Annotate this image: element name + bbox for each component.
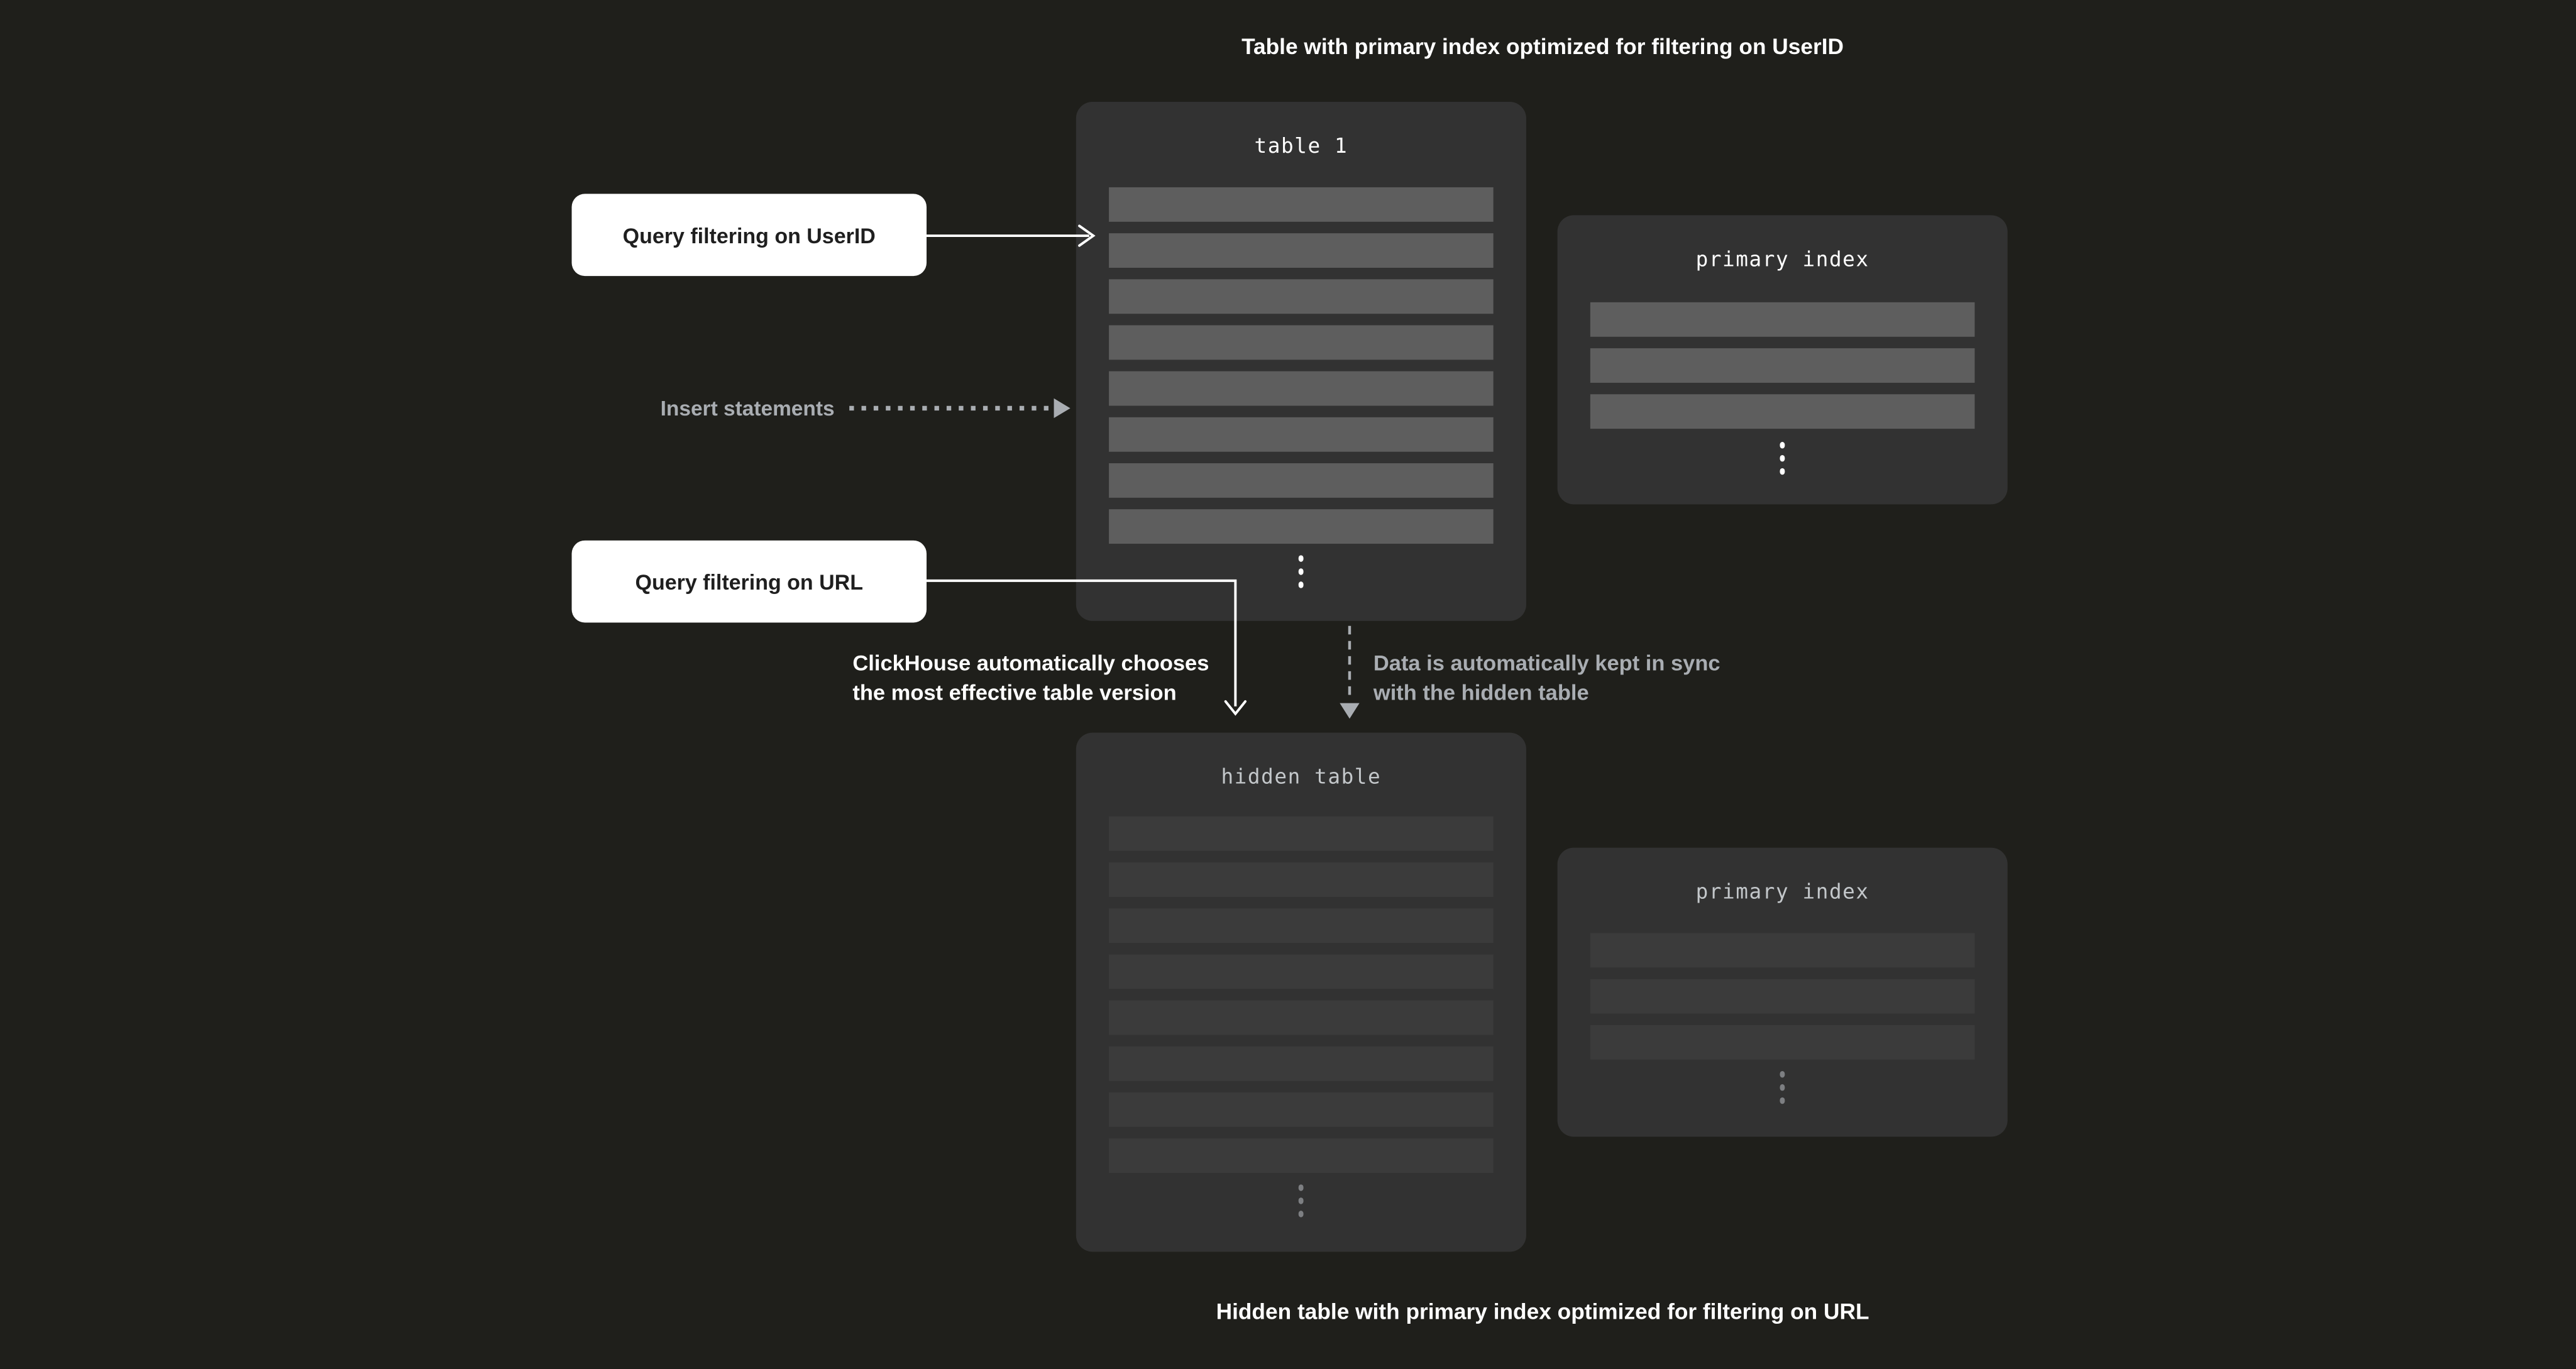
table-row [1109, 1046, 1494, 1080]
query-userid-label: Query filtering on UserID [571, 194, 927, 277]
table-row [1109, 463, 1494, 497]
auto-choose-line2: the most effective table version [852, 679, 1177, 704]
table-row [1590, 348, 1975, 382]
insert-statements-note: Insert statements [660, 395, 835, 421]
arrowhead-insert-statements-icon [1054, 398, 1071, 419]
table-row [1109, 187, 1494, 221]
table-row [1590, 394, 1975, 428]
arrowhead-sync-icon [1340, 703, 1360, 719]
query-userid-text: Query filtering on UserID [622, 223, 876, 248]
sync-line2: with the hidden table [1373, 679, 1589, 704]
table-row [1590, 933, 1975, 967]
hidden-table-title: hidden table [1221, 764, 1382, 789]
primary-index-top-title: primary index [1695, 246, 1869, 272]
table-row [1109, 371, 1494, 405]
hidden-table-panel: hidden table [1076, 732, 1526, 1252]
table-row [1109, 279, 1494, 313]
table-row [1109, 862, 1494, 896]
table-row [1109, 1000, 1494, 1035]
table-row [1109, 233, 1494, 267]
table-row [1590, 979, 1975, 1013]
primary-index-top-panel: primary index [1557, 215, 2008, 505]
caption-bottom: Hidden table with primary index optimize… [1216, 1299, 1869, 1324]
vertical-ellipsis-icon [1298, 555, 1304, 588]
query-url-label: Query filtering on URL [571, 540, 927, 623]
table-row [1109, 1138, 1494, 1172]
table1-panel: table 1 [1076, 102, 1526, 621]
table-row [1590, 1025, 1975, 1059]
auto-choose-line1: ClickHouse automatically chooses [852, 650, 1209, 676]
primary-index-bottom-title: primary index [1695, 879, 1869, 904]
arrowhead-query-url-icon [1224, 700, 1247, 716]
table-row [1109, 1092, 1494, 1126]
table1-rows [1109, 187, 1494, 543]
primary-index-bottom-rows [1590, 933, 1975, 1059]
table-row [1109, 325, 1494, 360]
table1-title: table 1 [1254, 133, 1348, 158]
table-row [1109, 908, 1494, 942]
hidden-table-rows [1109, 816, 1494, 1172]
vertical-ellipsis-icon [1780, 442, 1785, 475]
primary-index-bottom-panel: primary index [1557, 847, 2008, 1137]
table-row [1109, 816, 1494, 850]
table-row [1590, 302, 1975, 336]
query-url-text: Query filtering on URL [635, 569, 863, 594]
table-row [1109, 509, 1494, 543]
sync-note: Data is automatically kept in sync with … [1373, 649, 1720, 706]
caption-top: Table with primary index optimized for f… [1241, 34, 1844, 60]
auto-choose-note: ClickHouse automatically chooses the mos… [852, 649, 1209, 706]
table-row [1109, 954, 1494, 989]
vertical-ellipsis-icon [1298, 1184, 1304, 1218]
sync-line1: Data is automatically kept in sync [1373, 650, 1720, 676]
vertical-ellipsis-icon [1780, 1071, 1785, 1104]
primary-index-top-rows [1590, 302, 1975, 428]
table-row [1109, 417, 1494, 451]
